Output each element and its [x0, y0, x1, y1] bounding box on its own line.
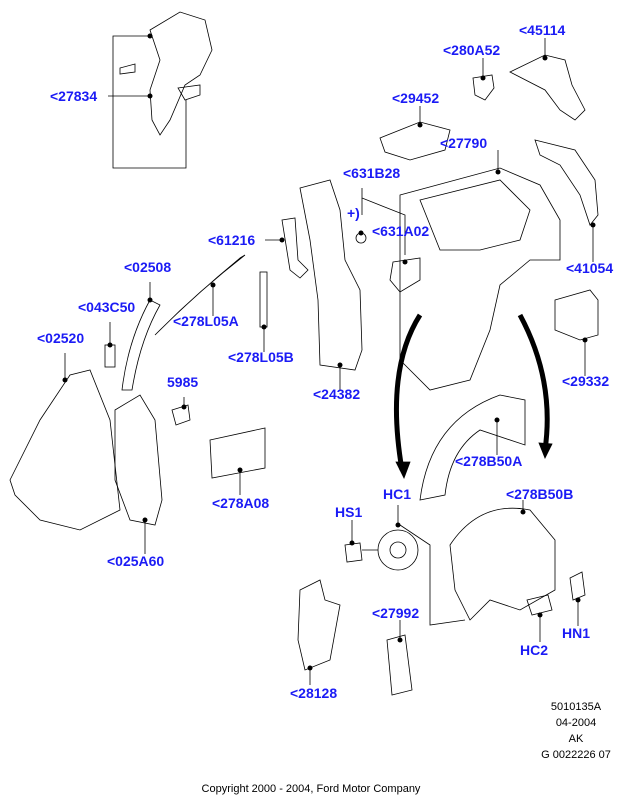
part-61216 — [281, 217, 309, 279]
callout-278B50B[interactable]: <278B50B — [506, 486, 574, 502]
part-28128 — [297, 579, 341, 671]
callout-631A02[interactable]: <631A02 — [372, 223, 430, 239]
callout-280A52[interactable]: <280A52 — [443, 42, 501, 58]
part-27790 — [399, 167, 561, 391]
part-278L05B — [259, 271, 268, 328]
callout-HS1[interactable]: HS1 — [335, 504, 363, 520]
part-278B50A — [419, 394, 526, 501]
callout-plus-note[interactable]: +) — [347, 205, 360, 221]
callout-278B50A[interactable]: <278B50A — [455, 453, 523, 469]
callout-27992[interactable]: <27992 — [372, 605, 420, 621]
callout-02508[interactable]: <02508 — [124, 259, 172, 275]
part-278A08 — [209, 427, 266, 479]
part-29332 — [554, 289, 599, 341]
part-025A60 — [114, 394, 163, 526]
callout-HN1[interactable]: HN1 — [562, 625, 591, 641]
part-45114 — [509, 54, 586, 121]
callout-27834[interactable]: <27834 — [50, 88, 98, 104]
callout-278L05A[interactable]: <278L05A — [173, 313, 239, 329]
callout-24382[interactable]: <24382 — [313, 386, 361, 402]
part-27992 — [386, 634, 413, 696]
callout-61216[interactable]: <61216 — [208, 232, 256, 248]
callout-29452[interactable]: <29452 — [392, 90, 440, 106]
part-41054 — [534, 139, 599, 226]
callout-5985[interactable]: 5985 — [167, 374, 199, 390]
callout-025A60[interactable]: <025A60 — [107, 553, 165, 569]
callout-29332[interactable]: <29332 — [562, 373, 610, 389]
callout-02520[interactable]: <02520 — [37, 330, 85, 346]
part-02520 — [9, 369, 121, 531]
arrow-right — [517, 313, 550, 451]
diagram-ref: G 0022226 07 — [541, 749, 611, 761]
part-24382 — [299, 179, 363, 371]
part-HN1 — [569, 571, 586, 601]
callout-631B28[interactable]: <631B28 — [343, 165, 401, 181]
part-27834-group — [108, 11, 213, 169]
part-278B50B — [449, 507, 556, 621]
part-02508 — [121, 299, 161, 391]
callout-27790[interactable]: <27790 — [440, 135, 488, 151]
callout-HC2[interactable]: HC2 — [520, 642, 549, 658]
callout-278A08[interactable]: <278A08 — [212, 495, 270, 511]
diagram-initials: AK — [568, 733, 584, 745]
diagram-number: 5010135A — [550, 701, 602, 713]
callout-45114[interactable]: <45114 — [519, 22, 566, 38]
callout-043C50[interactable]: <043C50 — [78, 299, 136, 315]
arrow-left — [393, 313, 423, 471]
callout-HC1[interactable]: HC1 — [383, 486, 412, 502]
diagram-code-block: 5010135A 04-2004 AK G 0022226 07 — [530, 699, 622, 763]
part-HC1 — [377, 529, 419, 571]
diagram-date: 04-2004 — [555, 717, 597, 729]
callout-28128[interactable]: <28128 — [290, 685, 338, 701]
part-280A52 — [472, 74, 495, 101]
part-HC2 — [526, 594, 553, 616]
part-278L05A — [154, 254, 246, 336]
leader-dots — [62, 33, 596, 671]
copyright: Copyright 2000 - 2004, Ford Motor Compan… — [201, 783, 421, 795]
part-043C50 — [104, 344, 116, 368]
part-631A02 — [389, 257, 421, 293]
part-5985 — [171, 404, 191, 426]
part-HS1 — [344, 542, 378, 563]
callout-278L05B[interactable]: <278L05B — [228, 349, 294, 365]
callout-41054[interactable]: <41054 — [566, 260, 614, 276]
